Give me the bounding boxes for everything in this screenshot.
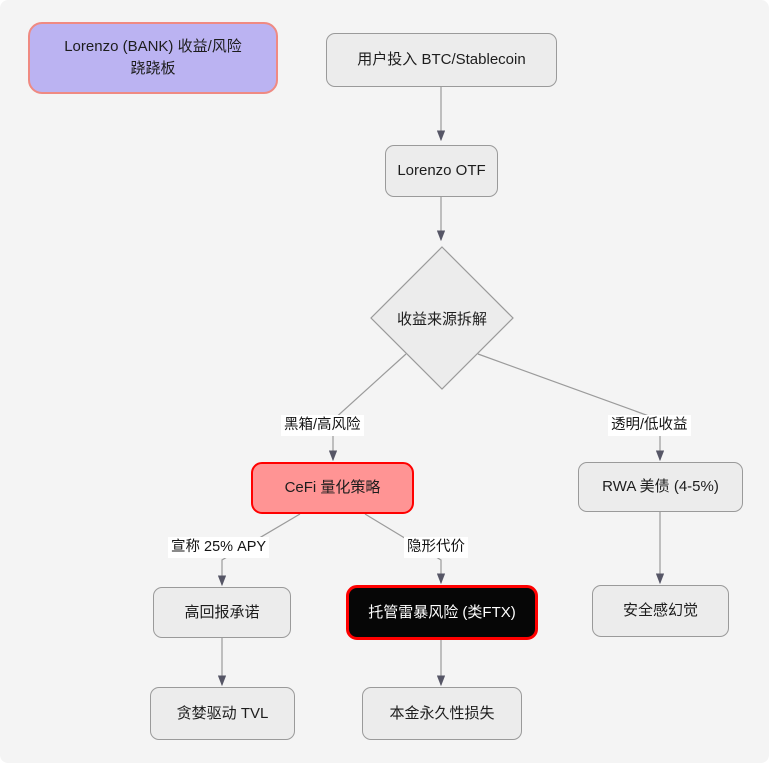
node-high-return-promise[interactable]: 高回报承诺 bbox=[153, 587, 291, 638]
node-greed-driven-tvl[interactable]: 贪婪驱动 TVL bbox=[150, 687, 295, 740]
edge-label-blackbox-high-risk: 黑箱/高风险 bbox=[281, 415, 364, 436]
node-principal-permanent-loss[interactable]: 本金永久性损失 bbox=[362, 687, 522, 740]
node-custody-blowup-risk[interactable]: 托管雷暴风险 (类FTX) bbox=[346, 585, 538, 640]
node-safety-illusion[interactable]: 安全感幻觉 bbox=[592, 585, 729, 637]
edge-label-claimed-apy: 宣称 25% APY bbox=[168, 537, 270, 558]
node-cefi-quant-strategy[interactable]: CeFi 量化策略 bbox=[251, 462, 414, 514]
edge-label-transparent-low-yield: 透明/低收益 bbox=[608, 415, 691, 436]
node-lorenzo-otf[interactable]: Lorenzo OTF bbox=[385, 145, 498, 197]
node-rwa-treasury[interactable]: RWA 美债 (4-5%) bbox=[578, 462, 743, 512]
node-yield-source-decision-label: 收益来源拆解 bbox=[396, 310, 487, 328]
edge-label-hidden-cost: 隐形代价 bbox=[404, 537, 468, 558]
node-user-deposit[interactable]: 用户投入 BTC/Stablecoin bbox=[326, 33, 557, 87]
diamond-shape bbox=[370, 246, 514, 390]
node-title-box[interactable]: Lorenzo (BANK) 收益/风险 跷跷板 bbox=[28, 22, 278, 94]
node-yield-source-decision[interactable]: 收益来源拆解 bbox=[369, 245, 515, 391]
